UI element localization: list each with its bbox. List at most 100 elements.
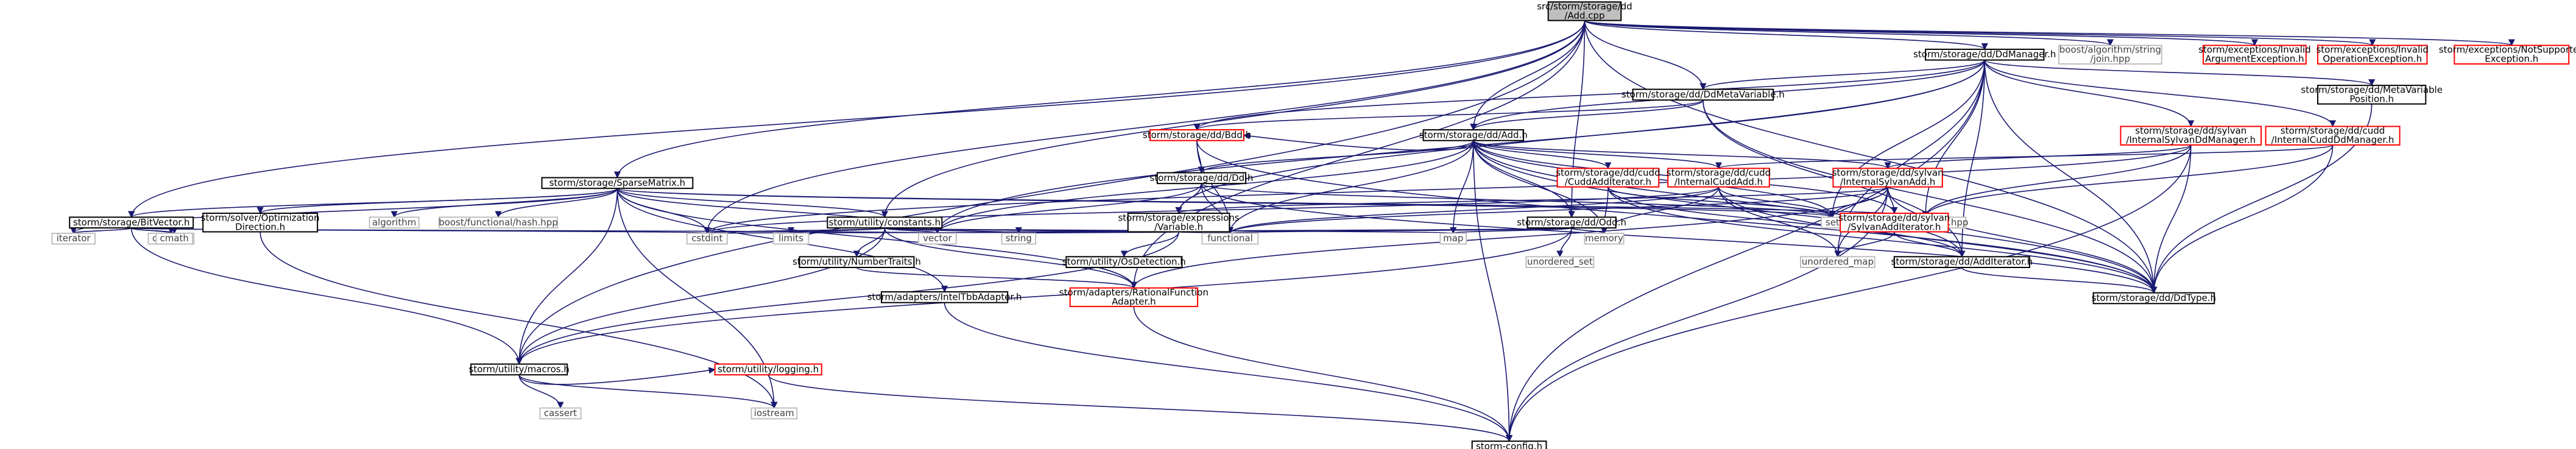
include-edge-cuddadditerator-to-set: [1607, 186, 1836, 218]
node-label-limits: limits: [778, 233, 803, 244]
node-cstdint: cstdint: [686, 232, 728, 245]
node-cmath: cmath: [155, 232, 194, 245]
node-ddh[interactable]: storm/storage/dd/Dd.h: [1150, 172, 1254, 185]
node-label-stormconfig: storm-config.h: [1476, 440, 1542, 449]
node-box-root: [1547, 1, 1622, 21]
node-box-addh: [1422, 129, 1525, 141]
include-edge-internalcuddddmanager-to-optional: [1922, 144, 2334, 218]
node-box-string: [1001, 232, 1037, 245]
node-label-sparsematrix: storm/storage/SparseMatrix.h: [549, 177, 685, 188]
include-edge-internalsylvanddmanager-to-optional: [1922, 144, 2192, 218]
include-edge-macros-to-logging: [518, 367, 716, 385]
include-edge-sparsematrix-to-algorithm: [390, 188, 618, 218]
node-sylvanadditerator[interactable]: storm/storage/dd/sylvan/SylvanAddIterato…: [1838, 212, 1950, 233]
include-edge-root-to-ddmanager: [1584, 19, 1988, 51]
node-box-internalcuddddmanager: [2265, 126, 2401, 146]
node-box-functional: [1201, 232, 1259, 245]
node-string: string: [1001, 232, 1037, 245]
node-label-constants: storm/utility/constants.h: [829, 217, 940, 228]
node-numbertraits[interactable]: storm/utility/NumberTraits.h: [792, 256, 921, 268]
node-label-notsupported: Exception.h: [2485, 54, 2538, 65]
node-label-solveropt: storm/solver/Optimization: [201, 212, 320, 223]
node-invalidop[interactable]: storm/exceptions/InvalidOperationExcepti…: [2316, 44, 2429, 65]
node-logging[interactable]: storm/utility/logging.h: [714, 363, 822, 376]
node-box-osdetection: [1065, 256, 1183, 268]
node-label-inteltbb: storm/adapters/IntelTbbAdapter.h: [867, 291, 1022, 302]
include-edge-constants-to-macros: [515, 228, 886, 365]
node-box-iostream: [750, 407, 798, 420]
node-box-unordered_map: [1800, 256, 1876, 268]
node-osdetection[interactable]: storm/utility/OsDetection.h: [1062, 256, 1186, 268]
node-bddh[interactable]: storm/storage/dd/Bdd.h: [1143, 129, 1251, 141]
node-label-invalidop: storm/exceptions/Invalid: [2316, 44, 2428, 55]
include-edge-odd-to-functional: [1227, 227, 1572, 235]
node-inteltbb[interactable]: storm/adapters/IntelTbbAdapter.h: [867, 291, 1022, 303]
node-internalcuddddmanager[interactable]: storm/storage/dd/cudd/InternalCuddDdMana…: [2265, 126, 2401, 146]
node-additerator[interactable]: storm/storage/dd/AddIterator.h: [1891, 256, 2033, 268]
node-macros[interactable]: storm/utility/macros.h: [469, 363, 570, 376]
include-edge-ddmanager-to-bddh: [1193, 60, 1986, 131]
node-ddtype[interactable]: storm/storage/dd/DdType.h: [2092, 292, 2216, 305]
node-invalidarg[interactable]: storm/exceptions/InvalidArgumentExceptio…: [2198, 44, 2311, 65]
include-edge-internalcuddadd-to-functional: [1227, 186, 1720, 235]
node-label-iostream: iostream: [754, 408, 794, 419]
node-box-ddh: [1156, 172, 1247, 185]
node-internalsylvanadd[interactable]: storm/storage/dd/sylvan/InternalSylvanAd…: [1832, 168, 1944, 188]
include-edge-sparsematrix-to-rationalfunction: [616, 188, 1137, 289]
node-label-notsupported: storm/exceptions/NotSupported: [2439, 44, 2576, 55]
include-edge-root-to-rationalfunction: [1130, 20, 1586, 289]
node-label-odd: storm/storage/dd/Odd.h: [1517, 217, 1626, 228]
node-label-cuddadditerator: /CuddAddIterator.h: [1565, 177, 1651, 188]
node-cuddadditerator[interactable]: storm/storage/dd/cudd/CuddAddIterator.h: [1556, 168, 1660, 188]
node-internalcuddadd[interactable]: storm/storage/dd/cudd/InternalCuddAdd.h: [1667, 168, 1771, 188]
node-box-constants: [827, 216, 943, 229]
include-edge-ddmanager-to-set: [1829, 60, 1986, 218]
include-edge-bitvector-to-cmath: [130, 227, 178, 235]
node-map: map: [1439, 232, 1467, 245]
include-edge-inteltbb-to-stormconfig: [944, 302, 1513, 442]
node-label-hash: boost/functional/hash.hpp: [439, 217, 558, 228]
node-box-solveropt: [202, 213, 319, 233]
node-label-bddh: storm/storage/dd/Bdd.h: [1143, 129, 1251, 140]
node-box-metavariableposition: [2317, 85, 2427, 105]
node-bitvector[interactable]: storm/storage/BitVector.h: [69, 216, 194, 229]
node-label-bitvector: storm/storage/BitVector.h: [73, 217, 190, 228]
include-edge-addh-to-ddtype: [1473, 140, 2158, 294]
node-label-root: src/storm/storage/dd: [1537, 1, 1632, 12]
node-label-variable: /Variable.h: [1154, 221, 1203, 232]
node-label-sylvanadditerator: storm/storage/dd/sylvan: [1838, 212, 1950, 223]
node-addh[interactable]: storm/storage/dd/Add.h: [1419, 129, 1528, 141]
node-vector: vector: [917, 232, 957, 245]
node-label-addh: storm/storage/dd/Add.h: [1419, 129, 1528, 140]
include-edge-constants-to-cstdint: [704, 227, 886, 235]
include-edge-ddmanager-to-ddtype: [1984, 60, 2158, 294]
include-edge-odd-to-macros: [515, 228, 1572, 365]
include-edge-constants-to-rationalfunction: [884, 227, 1137, 289]
node-ddmanager[interactable]: storm/storage/dd/DdManager.h: [1913, 48, 2056, 61]
node-root[interactable]: src/storm/storage/dd/Add.cpp: [1537, 1, 1632, 21]
include-edge-internalsylvanddmanager-to-cstdint: [704, 144, 2192, 235]
node-sparsematrix[interactable]: storm/storage/SparseMatrix.h: [541, 177, 694, 189]
include-edge-bitvector-to-iterator: [70, 227, 132, 235]
node-label-macros: storm/utility/macros.h: [469, 364, 570, 375]
include-edge-internalsylvanadd-to-ddtype: [1887, 186, 2158, 294]
node-label-invalidarg: storm/exceptions/Invalid: [2198, 44, 2310, 55]
node-functional: functional: [1201, 232, 1259, 245]
node-label-logging: storm/utility/logging.h: [718, 364, 819, 375]
include-edge-root-to-ddtype: [1584, 20, 2158, 294]
node-ddmetavariable[interactable]: storm/storage/dd/DdMetaVariable.h: [1621, 88, 1785, 101]
node-variable[interactable]: storm/storage/expressions/Variable.h: [1118, 212, 1240, 233]
include-edge-internalsylvanddmanager-to-ddtype: [2150, 144, 2192, 294]
node-label-unordered_set: unordered_set: [1527, 256, 1593, 268]
node-stormconfig[interactable]: storm-config.h: [1471, 440, 1547, 449]
node-box-cuddadditerator: [1556, 168, 1660, 188]
node-box-rationalfunction: [1069, 287, 1199, 308]
node-odd[interactable]: storm/storage/dd/Odd.h: [1517, 216, 1626, 229]
node-label-numbertraits: storm/utility/NumberTraits.h: [792, 256, 921, 267]
node-internalsylvanddmanager[interactable]: storm/storage/dd/sylvan/InternalSylvanDd…: [2120, 126, 2262, 146]
node-constants[interactable]: storm/utility/constants.h: [827, 216, 943, 229]
